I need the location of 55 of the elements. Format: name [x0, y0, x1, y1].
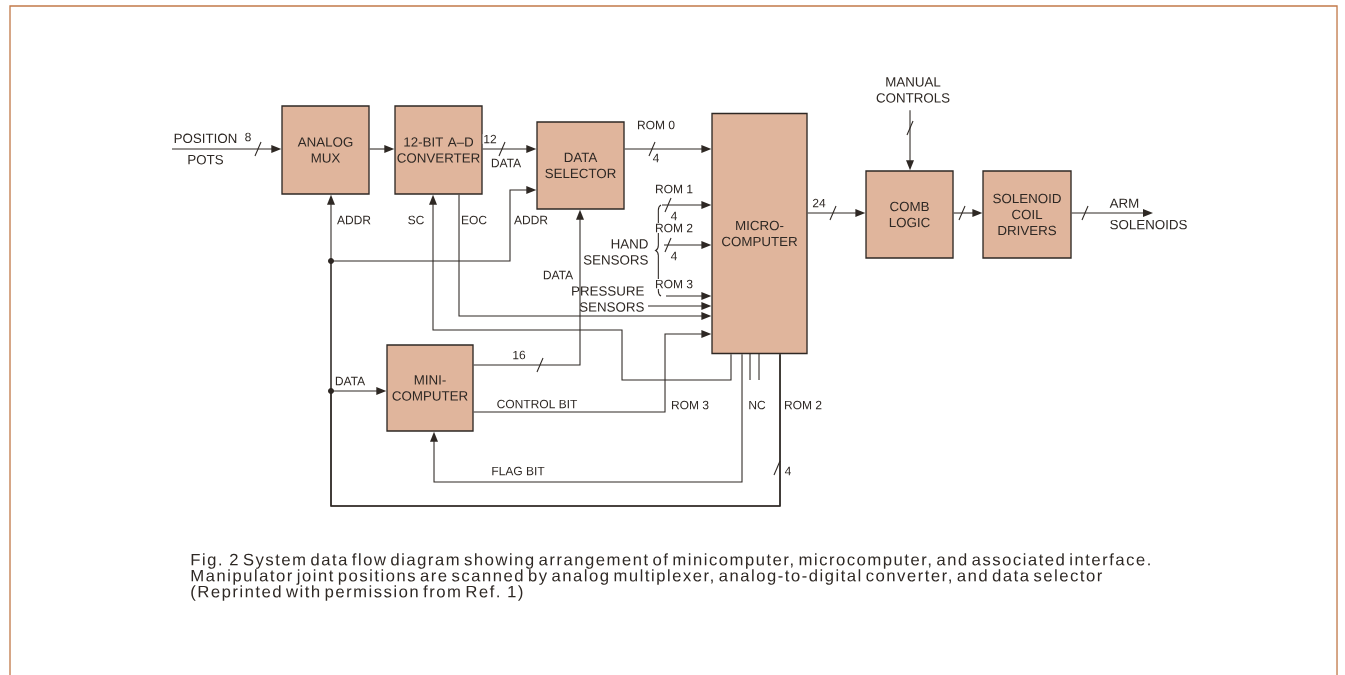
edge-label: DATA — [334, 376, 366, 386]
arrow — [906, 109, 914, 171]
arrow — [1071, 209, 1153, 217]
edge-label: ROM 2 — [654, 223, 694, 233]
arrow — [369, 145, 395, 153]
arrow — [458, 194, 712, 320]
arrow — [171, 145, 282, 153]
edge-label: CONTROL BIT — [496, 399, 578, 409]
arrow — [665, 292, 712, 300]
arrow — [661, 201, 712, 209]
block-box: SOLENOID COIL DRIVERS — [982, 170, 1072, 259]
signal-text: HAND SENSORS — [583, 239, 648, 265]
block-box: COMB LOGIC — [865, 170, 954, 259]
signal-label: 4 — [784, 466, 792, 476]
signal-label: 4 — [652, 153, 660, 163]
signal-label: NC — [747, 400, 767, 410]
arrow — [624, 145, 712, 153]
block-box: MICRO-COMPUTER — [711, 112, 808, 355]
caption-text: Fig. 2 System data flow diagram showing arrangement of minicomputer, microcomputer, and associated interface. Manipulator joint positions are scanned by analog multiplexer, analog-to-digital converter, and data selector (Reprinted with permission from Ref. 1) — [191, 553, 1150, 601]
arrow — [647, 302, 712, 310]
arrow — [473, 209, 584, 366]
edge-label: 24 — [811, 198, 827, 208]
arrow — [330, 353, 781, 507]
arrow — [482, 145, 537, 153]
signal-label: DATA — [490, 158, 522, 168]
block-box: 12-BIT A–D CONVERTER — [394, 105, 483, 195]
arrow — [807, 209, 866, 217]
block-box: MINI-COMPUTER — [386, 344, 474, 432]
arrow — [663, 241, 712, 249]
signal-text: PRESSURE SENSORS — [572, 286, 644, 312]
edge-label: 12 — [482, 134, 498, 144]
edge-label: FLAG BIT — [490, 466, 546, 476]
arrow — [430, 353, 743, 483]
signal-label: ROM 3 — [670, 400, 710, 410]
edge-label: 16 — [511, 350, 527, 360]
signal-text: MANUAL CONTROLS — [876, 77, 950, 103]
arrow — [953, 209, 983, 217]
arrow — [429, 194, 732, 381]
edge-label: 8 — [244, 132, 252, 142]
signal-label: 4 — [670, 211, 678, 221]
arrow — [473, 330, 712, 413]
signal-label: DATA — [542, 270, 574, 280]
signal-text: ARM SOLENOIDS — [1109, 198, 1187, 230]
signal-label: 4 — [670, 251, 678, 261]
edge-label: ROM 0 — [636, 120, 676, 130]
signal-text: POSITION POTS — [174, 133, 237, 165]
block-box: ANALOG MUX — [281, 105, 370, 195]
edge-label: ROM 3 — [654, 279, 694, 289]
block-box: DATA SELECTOR — [536, 121, 625, 210]
edge-label: EOC — [460, 215, 488, 225]
edge-label: SC — [407, 215, 425, 225]
edge-label: ROM 1 — [654, 184, 694, 194]
signal-label: ROM 2 — [783, 400, 823, 410]
edge-label: ADDR — [336, 215, 372, 225]
edge-label: ADDR — [513, 215, 549, 225]
